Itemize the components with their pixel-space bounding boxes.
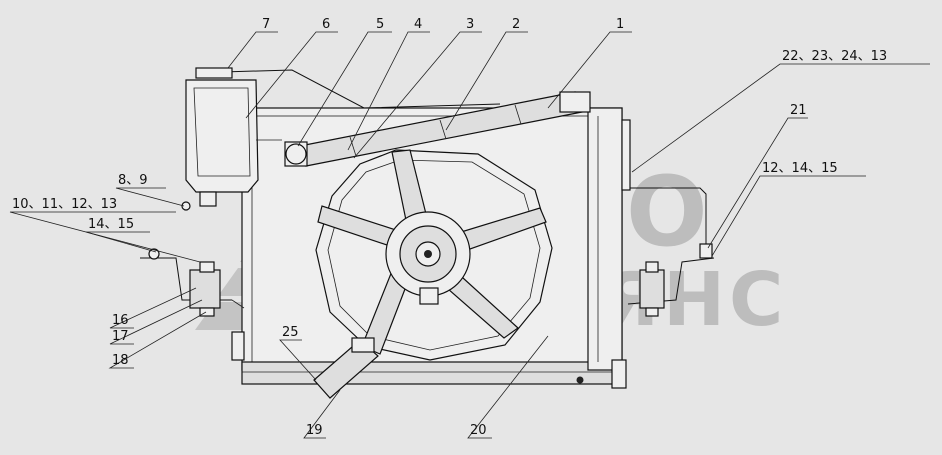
callout-18: 18 — [112, 353, 129, 368]
right-mount — [627, 257, 715, 317]
callout-8: 8、9 — [118, 173, 148, 188]
callout-20: 20 — [470, 423, 487, 438]
callout-12: 12、14、15 — [762, 161, 838, 176]
callout-4: 4 — [414, 17, 422, 32]
callout-16: 16 — [112, 313, 129, 328]
callout-17: 17 — [112, 329, 129, 344]
callout-2: 2 — [512, 17, 520, 32]
callout-6: 6 — [322, 17, 330, 32]
callout-21: 21 — [790, 103, 807, 118]
left-mount — [140, 248, 245, 317]
callout-1: 1 — [616, 17, 624, 32]
callout-5: 5 — [376, 17, 384, 32]
callout-10: 10、11、12、13 — [12, 197, 117, 212]
callout-25: 25 — [282, 325, 299, 340]
callout-22: 22、23、24、13 — [782, 49, 887, 64]
lower-hose — [313, 337, 379, 399]
upper-right-bracket — [630, 187, 713, 259]
callout-labels: 7 6 5 4 3 2 1 22、23、24、13 21 12、14、15 8、… — [12, 17, 887, 438]
callout-7: 7 — [262, 17, 270, 32]
overflow-tube — [221, 69, 501, 109]
expansion-tank — [181, 67, 282, 211]
leader-lines — [9, 31, 930, 439]
callout-19: 19 — [306, 423, 323, 438]
fan-motor — [385, 211, 471, 305]
callout-3: 3 — [466, 17, 474, 32]
upper-hose — [284, 91, 591, 167]
callout-14: 14、15 — [88, 217, 134, 232]
